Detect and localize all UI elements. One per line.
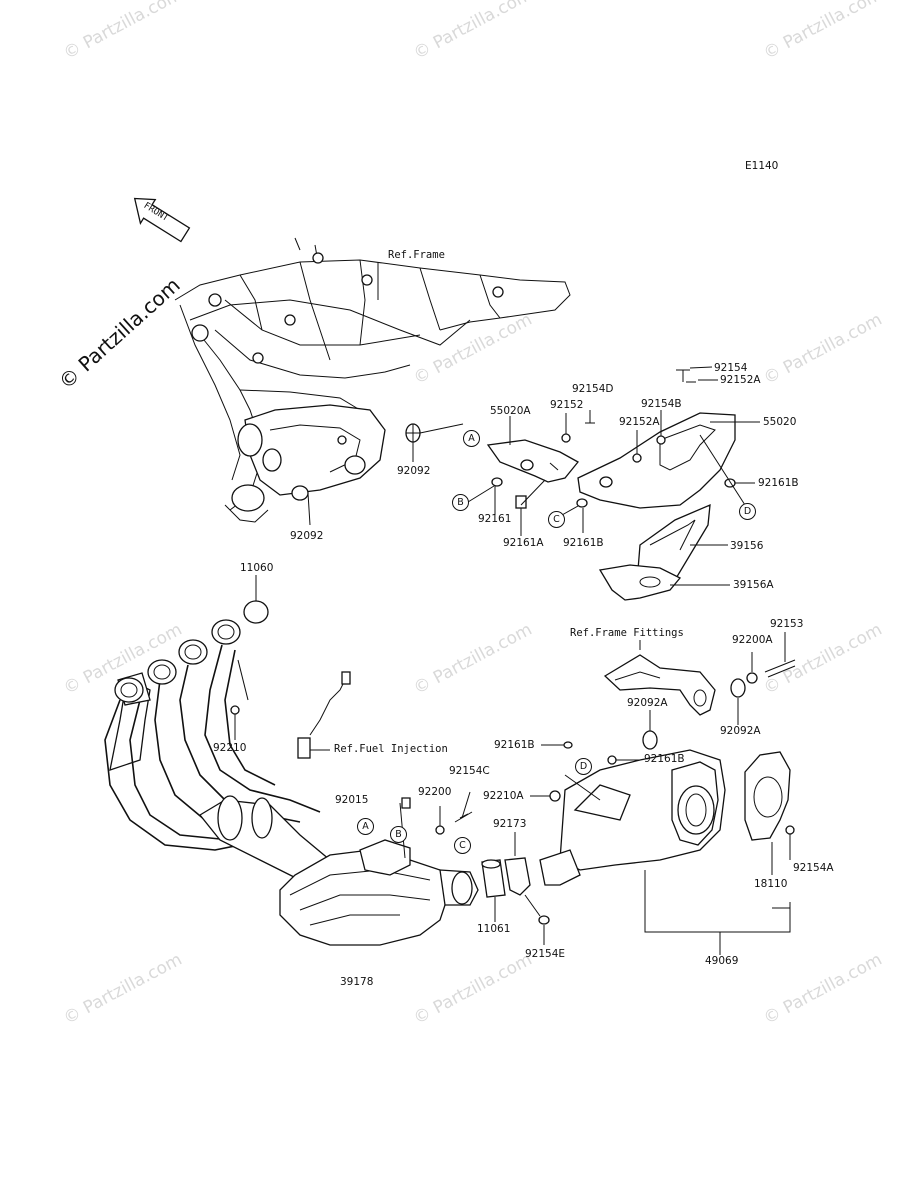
part-label: 92092 (397, 465, 431, 477)
part-label: 92154C (449, 765, 490, 777)
silencer-49069 (539, 749, 726, 886)
nut-92210A (549, 790, 561, 802)
nut-92161B-top (563, 741, 573, 749)
end-cap-18110 (744, 751, 791, 841)
frame-fittings-bracket (603, 654, 716, 716)
ref-fuel-injection: Ref.Fuel Injection (334, 743, 448, 755)
part-label: 92152 (550, 399, 584, 411)
bolt-92153 (764, 659, 796, 678)
front-arrow-icon (133, 197, 191, 243)
part-label: 39156 (730, 540, 764, 552)
part-label: 92092 (290, 530, 324, 542)
part-label: 18110 (754, 878, 788, 890)
part-label: 92154E (525, 948, 566, 960)
screw-92152A (632, 453, 642, 463)
callout-A-muffler: A (357, 818, 374, 835)
heat-guard-55020A (486, 439, 579, 483)
part-label: 92161B (758, 477, 799, 489)
bushing-92092A-bottom (730, 678, 746, 698)
part-label: 92092A (720, 725, 761, 737)
nut-92154A (785, 825, 795, 835)
oxygen-sensor (297, 671, 351, 759)
grommet-92161B-right (724, 478, 736, 488)
part-label: 92161A (503, 537, 544, 549)
callout-A-top: A (463, 430, 480, 447)
part-label: 92161 (478, 513, 512, 525)
bushing-92092-top (405, 423, 421, 443)
part-label: 92200 (418, 786, 452, 798)
part-label: 92015 (335, 794, 369, 806)
part-label: 92161B (494, 739, 535, 751)
part-label: 92210A (483, 790, 524, 802)
part-label: 92210 (213, 742, 247, 754)
bushing-92092-bottom (291, 485, 309, 501)
cover-39156A (598, 564, 682, 601)
part-label: 92200A (732, 634, 773, 646)
bolt-92154C (454, 811, 473, 823)
ref-frame: Ref.Frame (388, 249, 445, 261)
part-label: 55020 (763, 416, 797, 428)
callout-C-guard: C (548, 511, 565, 528)
part-label: 39178 (340, 976, 374, 988)
part-label: 92153 (770, 618, 804, 630)
part-label: 92092A (627, 697, 668, 709)
washer-92200A (746, 672, 758, 684)
callout-B-guard: B (452, 494, 469, 511)
screw-92152 (561, 433, 571, 443)
part-label: 92154 (714, 362, 748, 374)
callout-B-muffler: B (390, 826, 407, 843)
part-label: 11060 (240, 562, 274, 574)
part-label: 92161B (644, 753, 685, 765)
callout-D-silencer: D (575, 758, 592, 775)
part-label: 92161B (563, 537, 604, 549)
gasket-11061 (481, 859, 506, 898)
clip-92015 (401, 797, 411, 809)
nut-92210 (230, 705, 240, 715)
part-label: 55020A (490, 405, 531, 417)
part-label: 39156A (733, 579, 774, 591)
bushing-92092A-top (642, 730, 658, 750)
gasket-11060 (243, 600, 269, 624)
part-label: 92152A (720, 374, 761, 386)
grommet-92161 (491, 477, 503, 487)
bolt-92154 (676, 369, 690, 382)
heat-guard-55020 (577, 412, 736, 509)
grommet-92161B (607, 755, 617, 765)
part-label: 92154B (641, 398, 682, 410)
part-label: 11061 (477, 923, 511, 935)
part-label: 92154D (572, 383, 614, 395)
part-label: 92152A (619, 416, 660, 428)
part-label: 49069 (705, 955, 739, 967)
diagram-code: E1140 (745, 160, 779, 172)
callout-D-guard: D (739, 503, 756, 520)
bolt-92154D (585, 410, 595, 424)
washer-92200 (435, 825, 445, 835)
muffler-39178 (279, 839, 479, 946)
grommet-92161B-low (576, 498, 588, 508)
ref-frame-fittings: Ref.Frame Fittings (570, 627, 684, 639)
callout-C-muffler: C (454, 837, 471, 854)
nut-92154E (538, 915, 550, 925)
frame-drawing (174, 237, 571, 526)
part-label: 92154A (793, 862, 834, 874)
clamp-92173 (504, 857, 531, 896)
part-label: 92173 (493, 818, 527, 830)
nut-92154B (656, 435, 666, 445)
